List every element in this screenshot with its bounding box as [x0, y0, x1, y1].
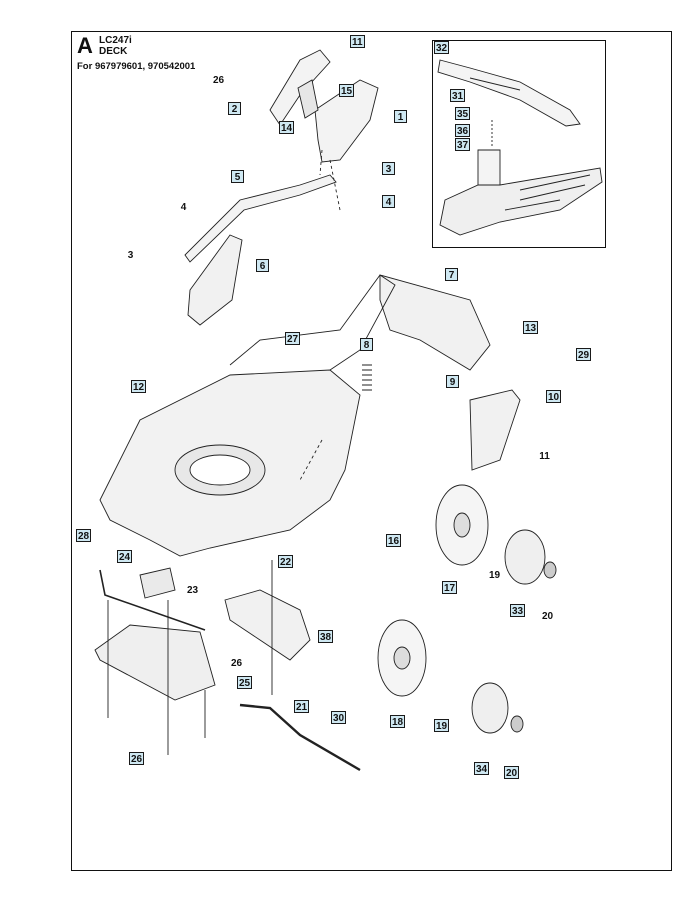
diagram-frame: [71, 31, 672, 871]
callout-31: 31: [450, 89, 466, 102]
callout-26: 26: [231, 658, 243, 669]
callout-12: 12: [131, 380, 147, 393]
callout-20: 20: [504, 766, 520, 779]
deck-drawing: [99, 274, 396, 557]
assembly-name: DECK: [99, 46, 128, 57]
blade-holder-drawing: [439, 149, 603, 236]
callout-11: 11: [350, 35, 365, 48]
callout-25: 25: [237, 676, 253, 689]
front-axle-drawing: [99, 569, 206, 631]
left-handle-bracket-drawing: [187, 234, 243, 326]
spring-drawing: [362, 364, 372, 391]
callout-13: 13: [523, 321, 539, 334]
callout-11: 11: [539, 451, 550, 462]
callout-30: 30: [331, 711, 347, 724]
blade-drawing: [437, 59, 581, 127]
callout-10: 10: [546, 390, 562, 403]
callout-21: 21: [294, 700, 310, 713]
callout-8: 8: [360, 338, 373, 351]
callout-37: 37: [455, 138, 471, 151]
axle-drawing: [239, 703, 361, 772]
callout-27: 27: [285, 332, 301, 345]
applies-to-text: For 967979601, 970542001: [77, 61, 196, 72]
callout-7: 7: [445, 268, 458, 281]
callout-19: 19: [434, 719, 450, 732]
callout-38: 38: [318, 630, 334, 643]
callout-22: 22: [278, 555, 294, 568]
callout-3: 3: [127, 250, 134, 261]
callout-5: 5: [231, 170, 244, 183]
front-hubcap-drawing: [471, 682, 524, 734]
callout-28: 28: [76, 529, 92, 542]
callout-23: 23: [187, 585, 199, 596]
callout-24: 24: [117, 550, 133, 563]
callout-29: 29: [576, 348, 592, 361]
callout-9: 9: [446, 375, 459, 388]
callout-6: 6: [256, 259, 269, 272]
cover-drawing: [139, 567, 176, 599]
callout-26: 26: [129, 752, 145, 765]
handle-bar-drawing: [184, 174, 337, 263]
callout-4: 4: [180, 202, 187, 213]
section-letter: A: [77, 33, 93, 58]
rear-flap-drawing: [379, 274, 491, 371]
callout-4: 4: [382, 195, 395, 208]
callout-17: 17: [442, 581, 458, 594]
callout-33: 33: [510, 604, 526, 617]
callout-26: 26: [213, 75, 225, 86]
callout-16: 16: [386, 534, 402, 547]
diagram-title: LC247i DECK: [99, 35, 132, 57]
callout-20: 20: [542, 611, 554, 622]
upper-handle-drawing: [269, 49, 379, 163]
callout-19: 19: [489, 570, 501, 581]
grass-guard-drawing: [224, 589, 311, 661]
callout-14: 14: [279, 121, 295, 134]
callout-1: 1: [394, 110, 407, 123]
rear-wheel-drawing: [435, 484, 489, 566]
callout-2: 2: [228, 102, 241, 115]
callout-35: 35: [455, 107, 471, 120]
blade-inset-box: [432, 40, 606, 248]
right-handle-bracket-drawing: [469, 389, 521, 471]
front-cover-drawing: [94, 624, 216, 701]
front-wheel-drawing: [377, 619, 427, 697]
rear-hubcap-drawing: [504, 529, 557, 585]
callout-15: 15: [339, 84, 355, 97]
callout-18: 18: [390, 715, 406, 728]
model-name: LC247i: [99, 35, 132, 46]
callout-36: 36: [455, 124, 471, 137]
callout-32: 32: [434, 41, 450, 54]
callout-34: 34: [474, 762, 490, 775]
callout-3: 3: [382, 162, 395, 175]
assembly-leaders: [299, 149, 341, 481]
